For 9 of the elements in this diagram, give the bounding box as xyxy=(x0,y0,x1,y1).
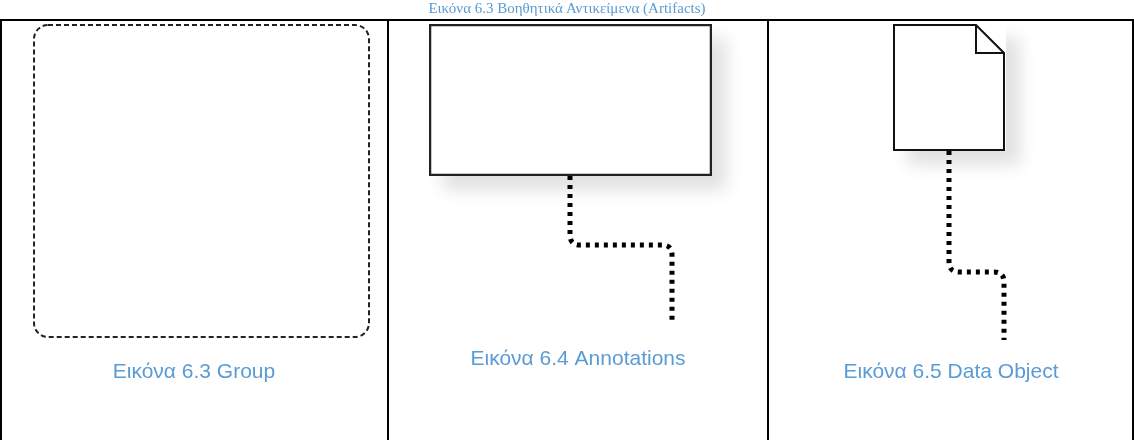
figure-caption: Εικόνα 6.5 Data Object xyxy=(843,358,1059,384)
group-box xyxy=(33,24,370,338)
data-object-shape xyxy=(893,24,1006,151)
figure-caption: Εικόνα 6.4 Annotations xyxy=(470,345,686,371)
figure-title: Εικόνα 6.3 Βοηθητικά Αντικείμενα (Artifacts) xyxy=(427,0,707,17)
annotation-box xyxy=(429,24,712,176)
dotted-association-line xyxy=(567,176,675,322)
dotted-association-line xyxy=(946,151,1007,340)
figure-caption: Εικόνα 6.3 Group xyxy=(112,358,276,384)
